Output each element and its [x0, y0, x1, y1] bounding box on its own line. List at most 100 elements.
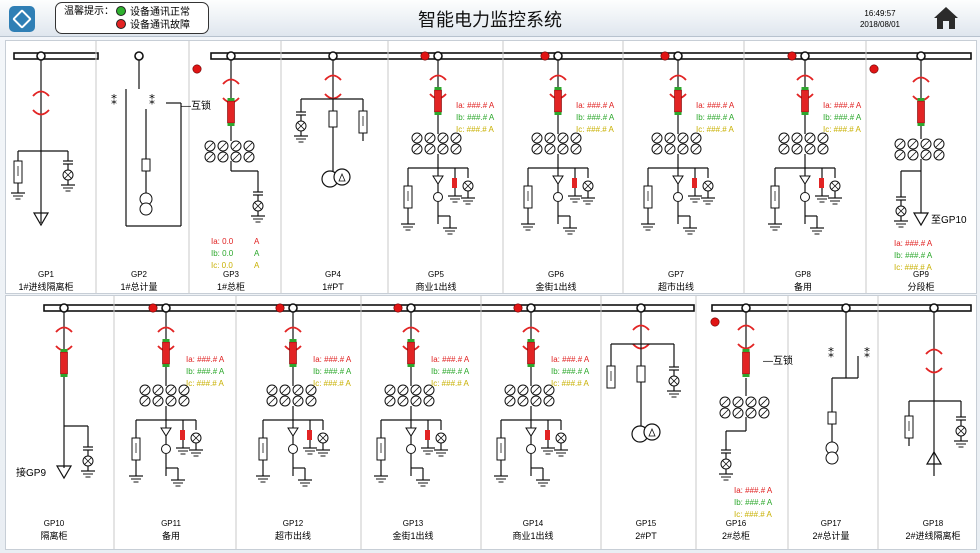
ct-icon	[230, 140, 242, 152]
wire	[413, 134, 421, 142]
wire	[780, 145, 788, 153]
home-button[interactable]	[932, 5, 960, 31]
wire	[572, 134, 580, 142]
pt-delta-icon	[648, 427, 656, 437]
ct-icon	[450, 143, 462, 155]
ct-icon	[719, 407, 731, 419]
current-reading-ic: Ic: 0.0	[211, 261, 233, 270]
bus-node	[134, 51, 144, 61]
breaker-icon[interactable]	[60, 351, 68, 375]
arrow-down-icon	[912, 212, 930, 227]
breaker-icon[interactable]	[407, 341, 415, 365]
status-dot-icon[interactable]	[148, 303, 158, 313]
wire	[533, 134, 541, 142]
busbar	[43, 304, 695, 312]
cabinet-name: 商业1出线	[512, 530, 553, 541]
ct-icon	[279, 384, 291, 396]
breaker-icon[interactable]	[527, 341, 535, 365]
cabinet-code: GP10	[44, 519, 65, 528]
wire	[232, 142, 240, 150]
ct-icon	[778, 132, 790, 144]
breaker-icon[interactable]	[434, 89, 442, 113]
ct-icon	[804, 132, 816, 144]
bus-node	[59, 303, 69, 313]
clock-time: 16:49:57	[864, 9, 896, 18]
pt-delta-icon	[338, 172, 346, 182]
cabinet-name: 2#进线隔离柜	[905, 530, 960, 541]
ct-icon	[504, 384, 516, 396]
breaker-icon[interactable]	[742, 351, 750, 375]
current-reading-ic: Ic: ###.# A	[431, 379, 469, 388]
current-unit: A	[254, 261, 260, 270]
status-dot-icon[interactable]	[420, 51, 430, 61]
switch-symbol: ⁑	[828, 347, 834, 361]
breaker-icon[interactable]	[227, 100, 235, 124]
meter-icon	[825, 451, 839, 465]
breaker-icon[interactable]	[917, 100, 925, 124]
pt-icon	[333, 168, 351, 186]
bus-node	[916, 51, 926, 61]
wire	[721, 398, 729, 406]
status-dot-icon[interactable]	[660, 51, 670, 61]
current-reading-ib: Ib: ###.# A	[313, 367, 352, 376]
status-dot-icon[interactable]	[275, 303, 285, 313]
ct-icon	[530, 395, 542, 407]
cabinet-code: GP15	[636, 519, 657, 528]
wire	[141, 386, 149, 394]
app-logo-icon[interactable]	[9, 6, 35, 32]
wire	[506, 397, 514, 405]
wire	[666, 145, 674, 153]
earth-switch-icon	[425, 430, 430, 440]
current-reading-ia: Ia: ###.# A	[576, 101, 615, 110]
ct-icon	[690, 132, 702, 144]
arrow-icon	[432, 175, 444, 185]
status-dot-icon[interactable]	[192, 64, 202, 74]
interlock-label: —互锁	[763, 354, 793, 367]
ct-icon	[165, 384, 177, 396]
cable-head-icon	[406, 444, 416, 454]
ct-icon	[732, 396, 744, 408]
breaker-green-icon	[227, 123, 235, 126]
arrow-icon	[799, 175, 811, 185]
current-reading-ic: Ic: ###.# A	[551, 379, 589, 388]
current-reading-ib: Ib: ###.# A	[734, 498, 773, 507]
ct-icon	[517, 395, 529, 407]
current-reading-ia: Ia: ###.# A	[551, 355, 590, 364]
status-dot-icon[interactable]	[869, 64, 879, 74]
wire	[532, 386, 540, 394]
status-dot-icon[interactable]	[787, 51, 797, 61]
ct-icon	[817, 143, 829, 155]
cabinet-code: GP8	[795, 270, 812, 279]
breaker-icon[interactable]	[554, 89, 562, 113]
breaker-icon[interactable]	[289, 341, 297, 365]
breaker-icon[interactable]	[162, 341, 170, 365]
breaker-green-icon	[917, 98, 925, 101]
ct-icon	[920, 138, 932, 150]
breaker-green-icon	[289, 339, 297, 342]
breaker-icon[interactable]	[674, 89, 682, 113]
earth-switch-icon	[572, 178, 577, 188]
wire	[653, 145, 661, 153]
earth-switch-icon	[545, 430, 550, 440]
busbar	[13, 52, 99, 60]
breaker-green-icon	[917, 123, 925, 126]
wire	[425, 397, 433, 405]
ct-icon	[758, 396, 770, 408]
ct-icon	[243, 140, 255, 152]
status-dot-icon[interactable]	[513, 303, 523, 313]
wire	[806, 134, 814, 142]
breaker-green-icon	[801, 87, 809, 90]
current-reading-ib: Ib: ###.# A	[894, 251, 933, 260]
status-dot-icon[interactable]	[710, 317, 720, 327]
wire	[546, 134, 554, 142]
wire	[412, 397, 420, 405]
wire	[426, 145, 434, 153]
ct-icon	[570, 143, 582, 155]
wire	[653, 134, 661, 142]
contact-icon	[324, 74, 342, 81]
status-dot-icon[interactable]	[393, 303, 403, 313]
status-dot-icon[interactable]	[540, 51, 550, 61]
breaker-icon[interactable]	[801, 89, 809, 113]
